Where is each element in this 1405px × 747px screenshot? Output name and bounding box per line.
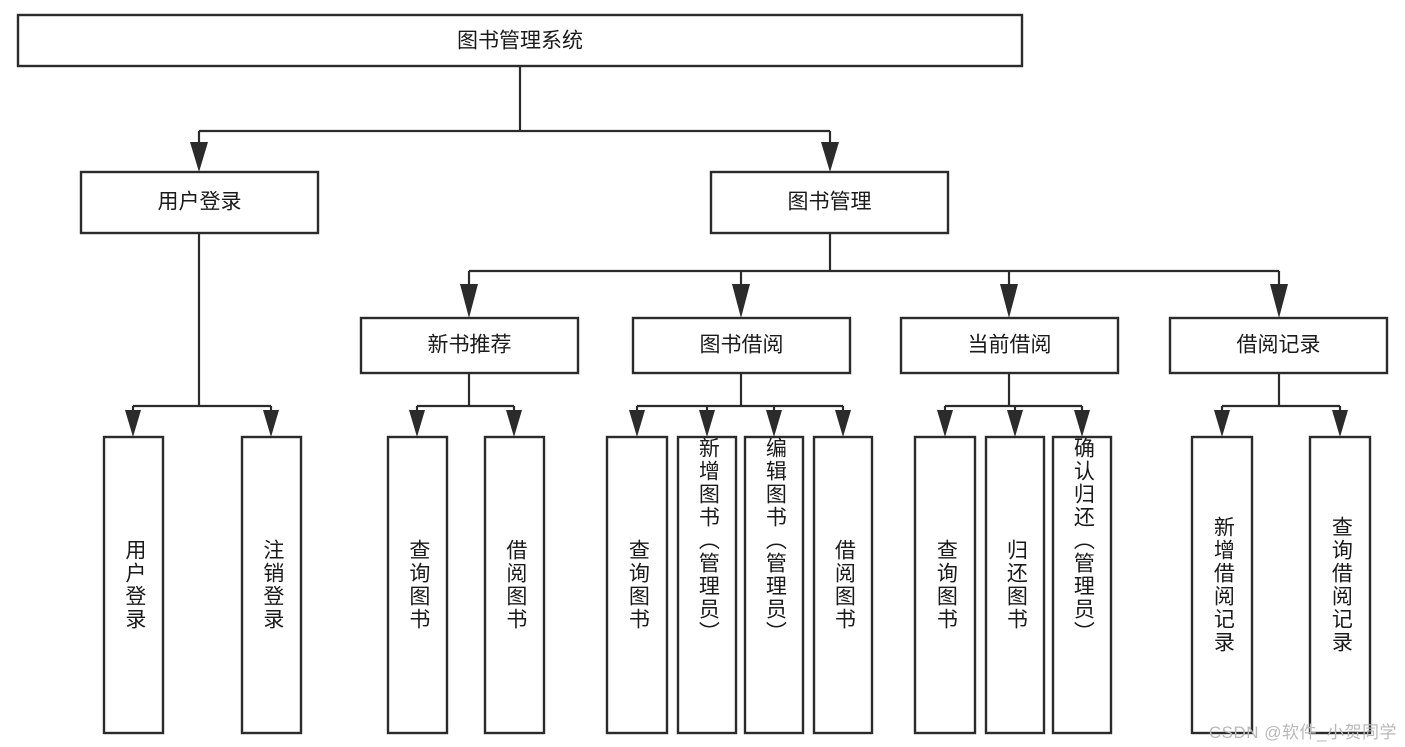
arrow-head-icon [766, 410, 782, 437]
arrow-head-icon [409, 410, 425, 437]
leaf-box-borrow-lend[interactable] [812, 435, 874, 735]
connector-book-borrow-to-leaves [629, 373, 851, 437]
arrow-head-icon [1270, 284, 1288, 318]
arrow-head-icon [1214, 410, 1230, 437]
arrow-head-icon [732, 284, 750, 318]
arrow-head-icon [1000, 284, 1018, 318]
csdn-watermark: CSDN @软件_小贺同学 [1208, 723, 1397, 742]
leaf-box-new-book-borrow[interactable] [483, 435, 546, 735]
node-box-new-book-recommend[interactable] [359, 316, 580, 375]
node-label-book-borrow: 图书借阅 [700, 334, 784, 357]
connector-root-to-level2 [190, 66, 839, 172]
arrow-head-icon [506, 410, 522, 437]
node-label-user-login: 用户登录 [158, 191, 242, 214]
node-label-current-borrow: 当前借阅 [968, 334, 1052, 357]
leaf-box-record-query[interactable] [1308, 435, 1372, 735]
leaf-box-current-query[interactable] [913, 435, 977, 735]
arrow-head-icon [835, 410, 851, 437]
connector-new-book-to-leaves [409, 373, 522, 437]
leaf-box-new-book-query[interactable] [386, 435, 449, 735]
node-label-root: 图书管理系统 [457, 30, 583, 53]
arrow-head-icon [821, 142, 839, 172]
arrow-head-icon [1007, 410, 1023, 437]
leaf-box-current-return[interactable] [984, 435, 1046, 735]
connector-book-mgmt-to-level3 [460, 233, 1288, 318]
node-box-book-borrow[interactable] [631, 316, 852, 375]
arrow-head-icon [263, 410, 279, 437]
leaf-box-user-login-login[interactable] [102, 435, 165, 735]
arrow-head-icon [190, 142, 208, 172]
node-box-user-login[interactable] [79, 170, 320, 235]
node-box-current-borrow[interactable] [899, 316, 1120, 375]
node-label-borrow-record: 借阅记录 [1237, 334, 1321, 357]
node-box-root[interactable] [16, 13, 1024, 68]
node-box-borrow-record[interactable] [1168, 316, 1389, 375]
arrow-head-icon [629, 410, 645, 437]
node-label-new-book-recommend: 新书推荐 [428, 334, 512, 357]
arrow-head-icon [1074, 410, 1090, 437]
leaf-box-record-add[interactable] [1190, 435, 1254, 735]
arrow-head-icon [1332, 410, 1348, 437]
arrow-head-icon [699, 410, 715, 437]
leaf-box-borrow-edit[interactable] [743, 435, 805, 735]
arrow-head-icon [460, 284, 478, 318]
leaf-box-current-confirm-return[interactable] [1051, 435, 1113, 735]
leaf-box-borrow-add[interactable] [676, 435, 738, 735]
connector-borrow-record-to-leaves [1214, 373, 1348, 437]
leaf-box-borrow-query[interactable] [605, 435, 669, 735]
leaf-box-user-login-logout[interactable] [240, 435, 303, 735]
node-label-book-management: 图书管理 [788, 191, 872, 214]
connector-user-login-to-leaves [125, 233, 279, 437]
arrow-head-icon [125, 410, 141, 437]
connector-current-borrow-to-leaves [937, 373, 1090, 437]
node-box-book-management[interactable] [709, 170, 950, 235]
arrow-head-icon [937, 410, 953, 437]
